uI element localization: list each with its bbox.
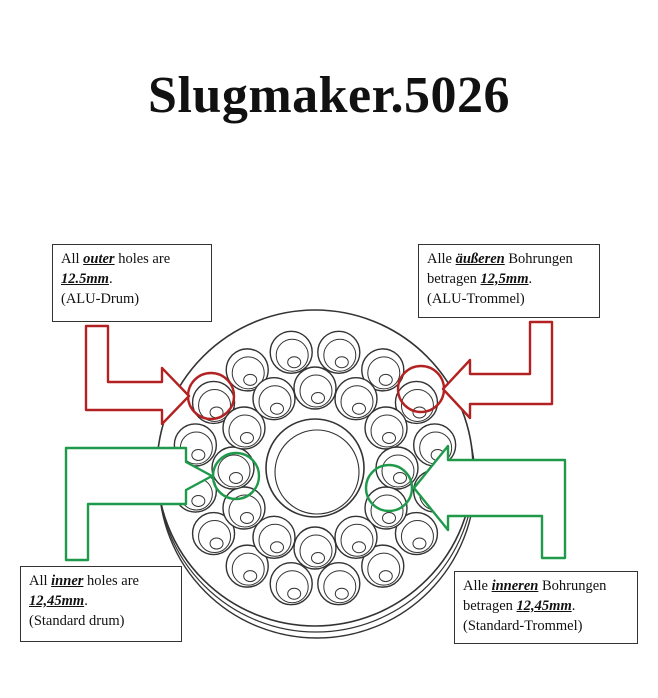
hole-bottom xyxy=(378,570,393,583)
hole-bottom xyxy=(334,356,349,369)
center-bore-inner xyxy=(274,429,360,515)
hole-bottom xyxy=(382,512,397,524)
outer-hole xyxy=(269,562,313,606)
hole-bottom xyxy=(393,472,407,484)
inner-hole xyxy=(222,406,266,450)
hole-bottom xyxy=(209,537,224,550)
outer-hole xyxy=(394,511,439,556)
hole-bottom xyxy=(287,587,302,600)
hole-bottom xyxy=(311,392,325,404)
hole-size: 12,45mm xyxy=(516,598,572,614)
outer-hole xyxy=(394,380,439,425)
hole-bottom xyxy=(382,432,397,444)
note-inner-german: Alle inneren Bohrungen betragen 12,45mm.… xyxy=(454,571,638,644)
drum-type: (ALU-Drum) xyxy=(61,291,140,307)
note-outer-english: All outer holes are 12.5mm. (ALU-Drum) xyxy=(52,244,212,322)
hole-bottom xyxy=(191,495,206,508)
hole-bottom xyxy=(229,472,243,484)
inner-hole xyxy=(364,406,408,450)
inner-hole xyxy=(375,446,419,490)
emphasis-inner: inner xyxy=(51,573,84,589)
outer-hole xyxy=(191,380,236,425)
emphasis-outer: outer xyxy=(83,251,115,267)
hole-bottom xyxy=(334,587,349,600)
note-line: betragen 12,45mm. xyxy=(463,598,576,614)
outer-hole xyxy=(317,562,361,606)
drum-type: (Standard-Trommel) xyxy=(463,618,583,634)
note-line: Alle äußeren Bohrungen xyxy=(427,251,573,267)
outer-hole xyxy=(361,544,405,588)
note-line: 12.5mm. xyxy=(61,271,113,287)
hole-bottom xyxy=(378,373,393,386)
hole-size: 12.5mm xyxy=(61,271,109,287)
hole-bottom xyxy=(311,552,325,564)
hole-bottom xyxy=(239,432,254,444)
inner-hole xyxy=(222,486,266,530)
hole-bottom xyxy=(352,402,366,415)
arrow-inner-right xyxy=(412,444,567,560)
inner-hole xyxy=(293,366,337,410)
hole-bottom xyxy=(352,541,366,554)
outer-hole xyxy=(191,511,236,556)
inner-hole xyxy=(252,377,296,421)
emphasis-inner: inneren xyxy=(491,578,539,594)
hole-bottom xyxy=(287,356,302,369)
drum-type: (Standard drum) xyxy=(29,613,125,629)
arrow-inner-left xyxy=(64,446,214,562)
note-outer-german: Alle äußeren Bohrungen betragen 12,5mm. … xyxy=(418,244,600,318)
emphasis-outer: äußeren xyxy=(455,251,505,267)
outer-hole xyxy=(173,423,218,467)
inner-hole xyxy=(293,526,337,570)
inner-hole xyxy=(334,515,378,559)
hole-bottom xyxy=(191,448,206,461)
inner-hole-highlight xyxy=(364,463,414,513)
note-line: All outer holes are xyxy=(61,251,171,267)
outer-hole xyxy=(317,330,361,374)
drum-type: (ALU-Trommel) xyxy=(427,291,525,307)
arrow-outer-right xyxy=(441,320,554,420)
page-title: Slugmaker.5026 xyxy=(148,67,510,124)
inner-hole xyxy=(334,377,378,421)
note-line: Alle inneren Bohrungen xyxy=(463,578,607,594)
note-line: betragen 12,5mm. xyxy=(427,271,533,287)
hole-bottom xyxy=(239,512,254,524)
outer-hole xyxy=(269,330,313,374)
hole-bottom xyxy=(270,402,284,415)
hole-bottom xyxy=(412,537,427,550)
arrow-outer-left xyxy=(84,324,191,426)
inner-hole xyxy=(252,515,296,559)
hole-bottom xyxy=(243,373,258,386)
hole-size: 12,45mm xyxy=(29,593,85,609)
outer-hole xyxy=(225,348,269,392)
hole-size: 12,5mm xyxy=(480,271,529,287)
note-line: 12,45mm. xyxy=(29,593,88,609)
note-line: All inner holes are xyxy=(29,573,139,589)
note-inner-english: All inner holes are 12,45mm. (Standard d… xyxy=(20,566,182,642)
outer-hole xyxy=(361,348,405,392)
outer-hole xyxy=(225,544,269,588)
hole-bottom xyxy=(243,570,258,583)
drum xyxy=(156,309,476,639)
hole-bottom xyxy=(270,541,284,554)
inner-hole xyxy=(364,486,408,530)
arrows xyxy=(64,320,567,562)
